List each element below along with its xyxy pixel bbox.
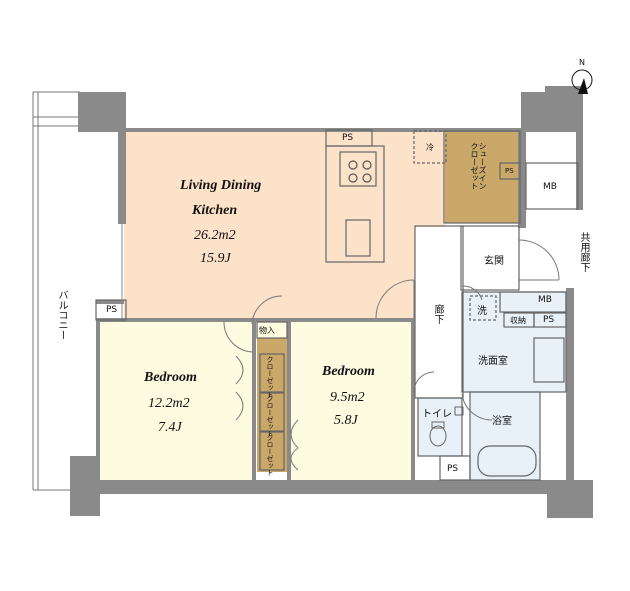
balcony-label: バルコニー bbox=[56, 290, 67, 340]
stow-label: 収納 bbox=[510, 316, 526, 325]
north-label: N bbox=[579, 58, 585, 67]
shoes-closet-label: シューズイン クローゼット bbox=[470, 142, 487, 190]
ps-label-wash: PS bbox=[543, 315, 555, 325]
ldk-floor-ext bbox=[415, 130, 445, 227]
windows bbox=[97, 134, 123, 478]
bedroom1-floor bbox=[96, 322, 254, 480]
closet-label-3: クローゼット bbox=[266, 434, 274, 476]
ps-label-shoes: PS bbox=[505, 167, 514, 175]
washroom-label: 洗面室 bbox=[478, 356, 508, 367]
mb-label-top: MB bbox=[543, 182, 557, 192]
fridge-label: 冷 bbox=[426, 143, 434, 152]
storage-floor bbox=[257, 322, 287, 338]
bedroom2-area: 9.5m2 bbox=[330, 390, 365, 405]
corridor-label: 廊下 bbox=[432, 304, 443, 324]
ldk-name-line1: Living Dining bbox=[180, 178, 262, 193]
stove-burners bbox=[348, 160, 372, 183]
door-swings bbox=[223, 239, 560, 471]
wash-label: 洗 bbox=[477, 306, 487, 317]
ldk-jo: 15.9J bbox=[200, 251, 231, 266]
north-circle bbox=[571, 69, 593, 91]
bedroom2-jo: 5.8J bbox=[334, 413, 358, 428]
ps-label-top: PS bbox=[342, 133, 354, 143]
closet-strip-floor bbox=[257, 336, 287, 472]
mb-label-wash: MB bbox=[538, 295, 552, 305]
bedroom1-name: Bedroom bbox=[144, 370, 197, 385]
ps-label-left: PS bbox=[106, 305, 118, 315]
ldk-area: 26.2m2 bbox=[194, 228, 236, 243]
bedroom1-jo: 7.4J bbox=[158, 420, 182, 435]
storage-label: 物入 bbox=[259, 326, 275, 335]
shoes-closet-floor bbox=[445, 131, 519, 223]
entrance-floor bbox=[461, 226, 521, 290]
interior-lines bbox=[95, 129, 579, 481]
balcony bbox=[32, 91, 80, 491]
bath-label: 浴室 bbox=[492, 416, 512, 427]
toilet-fixture bbox=[429, 406, 464, 447]
bath-floor bbox=[470, 392, 540, 480]
ldk-floor bbox=[124, 130, 415, 318]
closet-label-1: クローゼット bbox=[266, 356, 274, 398]
bedroom2-floor bbox=[290, 322, 412, 480]
washroom-floor bbox=[462, 292, 566, 392]
bedroom2-name: Bedroom bbox=[322, 364, 375, 379]
common-corridor-label: 共用廊下 bbox=[578, 232, 589, 272]
bedroom1-area: 12.2m2 bbox=[148, 396, 190, 411]
ldk-name-line2: Kitchen bbox=[192, 203, 238, 218]
entrance-label: 玄関 bbox=[484, 256, 504, 267]
closet-label-2: クローゼット bbox=[266, 395, 274, 437]
ps-label-bottom: PS bbox=[447, 464, 459, 474]
toilet-label: トイレ bbox=[422, 409, 452, 420]
